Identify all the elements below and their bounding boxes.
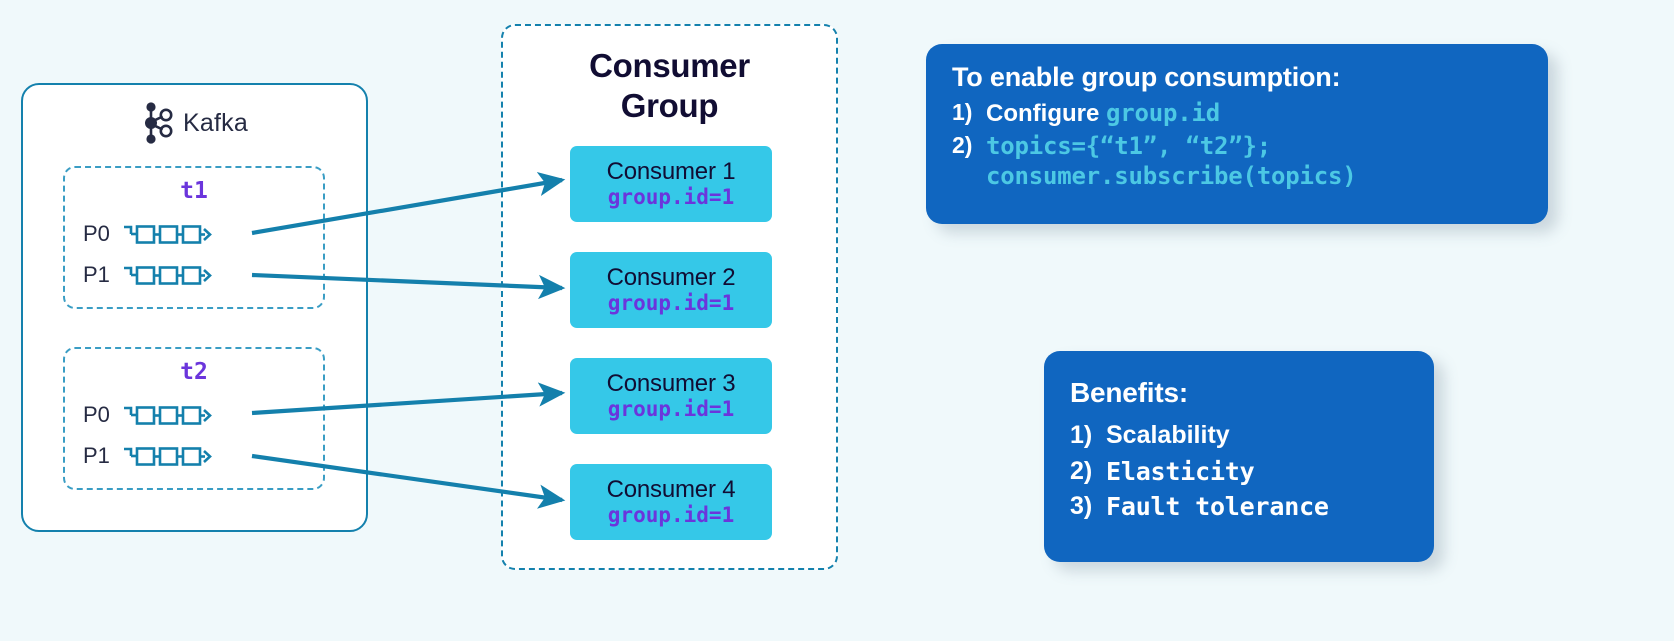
- partition-label: P1: [83, 262, 110, 287]
- consumer-box-4[interactable]: Consumer 4 group.id=1: [570, 464, 772, 540]
- list-content: topics={“t1”, “t2”}; consumer.subscribe(…: [986, 131, 1522, 192]
- enable-group-consumption-card: To enable group consumption: 1) Configur…: [926, 44, 1548, 224]
- consumer-group-title-line-2: Group: [620, 87, 719, 125]
- list-marker: 2): [952, 131, 973, 158]
- list-marker: 1): [952, 98, 973, 125]
- list-marker: 1): [1070, 421, 1093, 450]
- partition-log-icon: [122, 219, 214, 249]
- list-text-scalability: Scalability: [1106, 421, 1230, 450]
- consumer-box-1[interactable]: Consumer 1 group.id=1: [570, 146, 772, 222]
- benefits-card: Benefits: 1) Scalability 2) Elasticity 3…: [1044, 351, 1434, 562]
- topic-box-t1: t1 P0: [63, 166, 325, 309]
- list-text-fault-tolerance: Fault tolerance: [1106, 492, 1329, 522]
- partition-label: P1: [83, 443, 110, 468]
- kafka-broker-panel: Kafka t1 P0: [21, 83, 368, 532]
- consumer-group-id: group.id=1: [607, 184, 735, 209]
- consumer-name: Consumer 3: [606, 369, 736, 397]
- consumer-name: Consumer 4: [606, 475, 736, 503]
- card-heading: To enable group consumption:: [952, 62, 1341, 92]
- consumer-group-id: group.id=1: [607, 290, 735, 315]
- topic-box-t2: t2 P0: [63, 347, 325, 490]
- consumer-group-id: group.id=1: [607, 502, 735, 527]
- list-text-elasticity: Elasticity: [1106, 456, 1255, 486]
- partition-log-icon: [122, 260, 214, 290]
- topic-label-t2: t2: [180, 359, 208, 385]
- consumer-name: Consumer 2: [606, 263, 736, 291]
- list-code-topics: topics={“t1”, “t2”};: [986, 131, 1271, 160]
- partition-row-t2-p0: P0: [83, 400, 214, 430]
- card-list-item: 1) Scalability: [1070, 418, 1408, 454]
- partition-row-t2-p1: P1: [83, 441, 214, 471]
- list-content: Configure group.id: [986, 98, 1522, 130]
- card-list-item: 1) Configure group.id: [952, 98, 1522, 130]
- consumer-name: Consumer 1: [606, 157, 736, 185]
- consumer-box-3[interactable]: Consumer 3 group.id=1: [570, 358, 772, 434]
- partition-label: P0: [83, 402, 110, 427]
- consumer-group-id: group.id=1: [607, 396, 735, 421]
- consumer-group-title: Consumer Group: [503, 46, 836, 127]
- partition-log-icon: [122, 400, 214, 430]
- partition-row-t1-p1: P1: [83, 260, 214, 290]
- consumer-group-title-line-1: Consumer: [589, 47, 750, 84]
- kafka-brand: Kafka: [23, 100, 366, 146]
- partition-row-t1-p0: P0: [83, 219, 214, 249]
- list-marker: 2): [1070, 456, 1093, 485]
- partition-log-icon: [122, 441, 214, 471]
- consumer-box-2[interactable]: Consumer 2 group.id=1: [570, 252, 772, 328]
- list-code-subscribe: consumer.subscribe(topics): [986, 162, 1357, 191]
- list-text-configure: Configure: [986, 99, 1106, 127]
- list-code-groupid: group.id: [1106, 98, 1220, 127]
- kafka-wordmark: Kafka: [183, 108, 248, 137]
- card-list-item: 3) Fault tolerance: [1070, 489, 1408, 525]
- consumer-group-panel: Consumer Group Consumer 1 group.id=1 Con…: [501, 24, 838, 570]
- topic-label-t1: t1: [180, 178, 208, 204]
- card-heading: Benefits:: [1070, 377, 1188, 408]
- card-list-item: 2) Elasticity: [1070, 454, 1408, 490]
- kafka-logo-icon: [141, 100, 175, 146]
- card-list-item: 2) topics={“t1”, “t2”}; consumer.subscri…: [952, 131, 1522, 192]
- list-marker: 3): [1070, 492, 1093, 521]
- partition-label: P0: [83, 221, 110, 246]
